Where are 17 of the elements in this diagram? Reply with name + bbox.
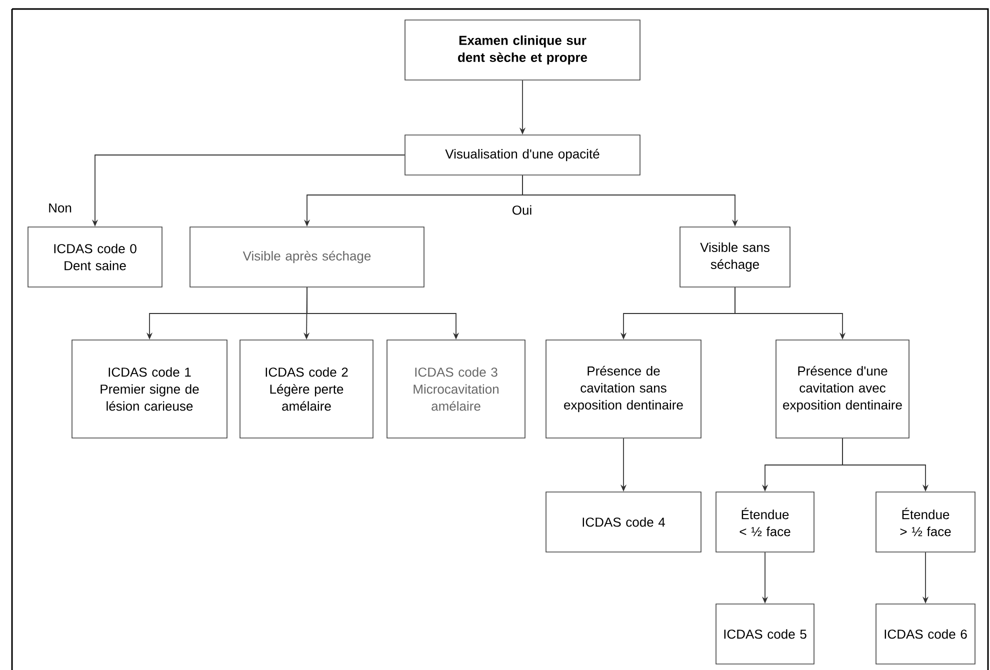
edge-label: Oui (510, 204, 534, 216)
box: ICDAS code 0 Dent saine (28, 226, 162, 288)
box: Visible sans séchage (680, 226, 790, 288)
box: Étendue > ½ face (876, 492, 976, 552)
box: ICDAS code 5 (716, 604, 814, 664)
box: Étendue < ½ face (716, 492, 814, 552)
box: ICDAS code 6 (876, 604, 976, 664)
box: ICDAS code 3 Microcavitation amélaire (386, 340, 526, 438)
box: ICDAS code 2 Légère perte amélaire (240, 340, 374, 438)
box: Visualisation d'une opacité (404, 134, 640, 176)
box: Examen clinique sur dent sèche et propre (404, 20, 640, 80)
box: Présence d'une cavitation avec exposition dentinaire (776, 340, 910, 438)
box: Présence de cavitation sans exposition dentinaire (546, 340, 702, 438)
box: ICDAS code 4 (546, 492, 702, 552)
box: ICDAS code 1 Premier signe de lésion carieuse (72, 340, 228, 438)
edge-label: Non (47, 202, 73, 214)
box: Visible après séchage (190, 226, 424, 288)
